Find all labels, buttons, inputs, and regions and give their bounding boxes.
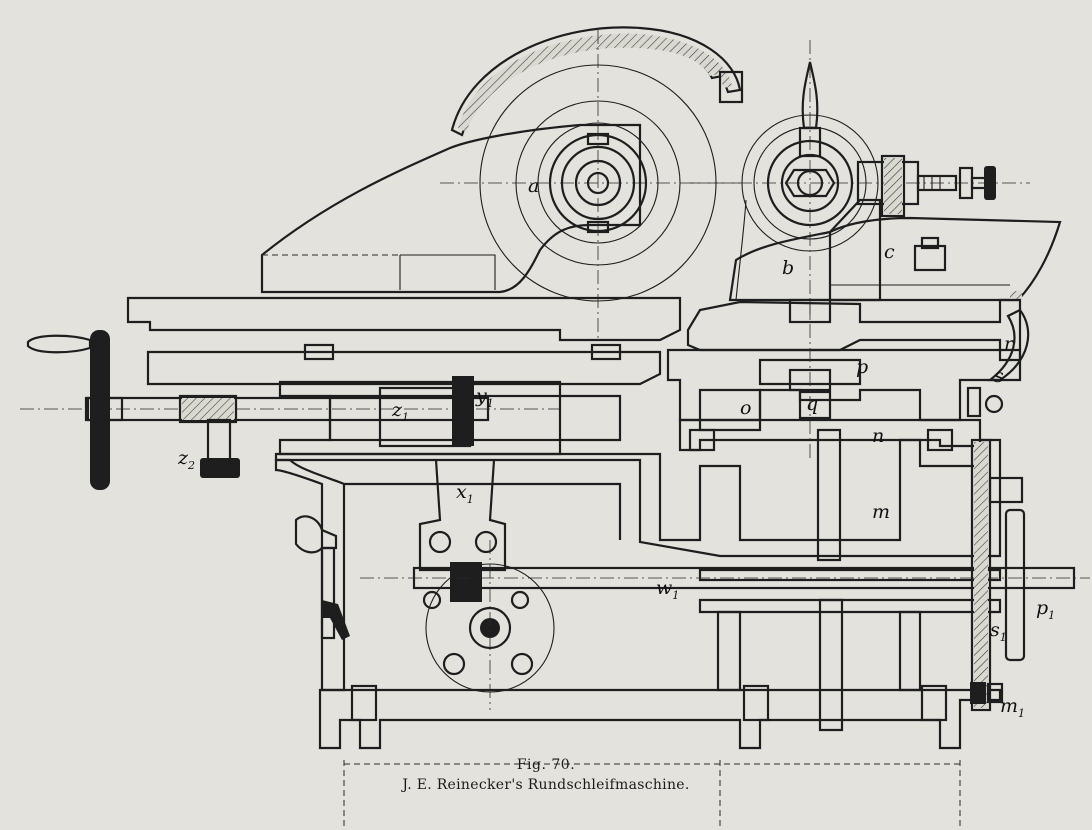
- label-s: s: [994, 365, 1004, 387]
- label-o: o: [740, 397, 751, 419]
- figure-number: Fig. 70.: [516, 757, 576, 773]
- slide-assembly: [666, 348, 1022, 452]
- part-labels: a b c p o q n r s m z1 y1 z2 x1 w1 s1 p1…: [177, 175, 1055, 720]
- left-lever: [294, 515, 350, 640]
- figure-title: J. E. Reinecker's Rundschleifmaschine.: [402, 777, 690, 793]
- grinding-wheel-a: [440, 26, 744, 340]
- feed-screw-z1: [20, 330, 622, 490]
- label-p: p: [856, 356, 868, 378]
- lever-r: [966, 308, 1030, 418]
- shaft-w1: [360, 540, 1090, 710]
- top-bracket: [788, 298, 832, 460]
- label-z1: z1: [391, 399, 409, 424]
- label-x1: x1: [456, 481, 474, 506]
- label-n: n: [872, 425, 884, 447]
- label-c: c: [884, 241, 895, 263]
- label-p1: p1: [1036, 597, 1055, 622]
- label-a: a: [528, 175, 539, 197]
- label-r: r: [1004, 333, 1015, 355]
- label-b: b: [782, 257, 794, 279]
- machine-bed: [274, 428, 1002, 830]
- work-wheel-b: [690, 40, 1030, 320]
- label-m: m: [872, 501, 890, 523]
- label-s1: s1: [990, 619, 1007, 644]
- upper-table: [126, 296, 1022, 386]
- tailstock-c: [828, 216, 1062, 302]
- label-y1: y1: [475, 385, 494, 410]
- label-w1: w1: [656, 577, 679, 602]
- label-m1: m1: [1000, 695, 1025, 720]
- headstock-casting: [260, 123, 642, 294]
- label-q: q: [806, 393, 818, 415]
- pulleys: [970, 438, 1026, 712]
- label-z2: z2: [177, 447, 195, 472]
